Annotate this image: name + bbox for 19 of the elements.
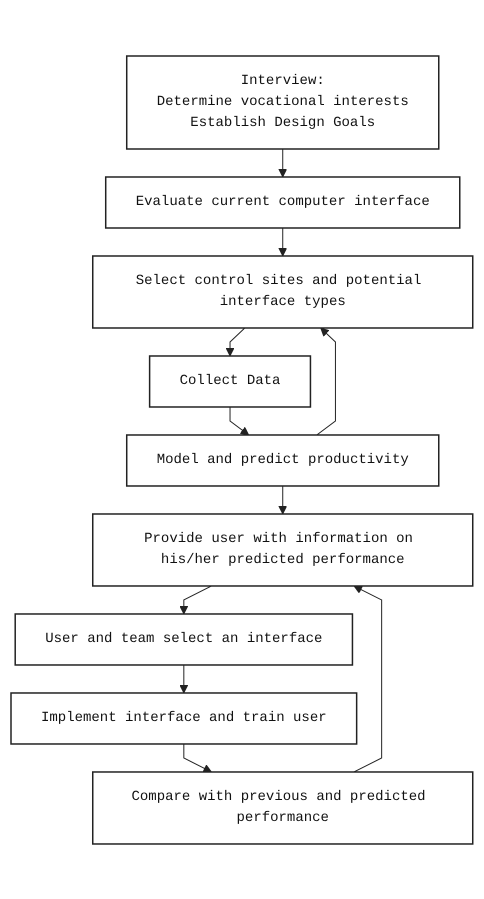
- arrow: [180, 664, 188, 693]
- node-box: Implement interface and train user: [10, 692, 358, 744]
- node-box: Evaluate current computer interface: [105, 176, 461, 228]
- arrow: [278, 148, 288, 177]
- node-box: User and team select an interface: [14, 612, 354, 666]
- arrow: [354, 585, 382, 772]
- arrow: [278, 227, 288, 256]
- arrow: [316, 327, 336, 435]
- arrow: [230, 406, 250, 435]
- arrow: [278, 485, 288, 514]
- node-box: Collect Data: [149, 354, 312, 408]
- arrow: [183, 742, 212, 772]
- node-box: Model and predict productivity: [126, 434, 440, 486]
- node-box: Interview: Determine vocational interests Establish Design Goals: [126, 54, 440, 150]
- arrow: [180, 585, 212, 614]
- node-box: Provide user with information on his/her predicted performance: [92, 512, 474, 586]
- node-box: Select control sites and potential interface types: [92, 254, 474, 328]
- node-box: Compare with previous and predicted performance: [92, 770, 474, 844]
- arrow: [226, 327, 246, 356]
